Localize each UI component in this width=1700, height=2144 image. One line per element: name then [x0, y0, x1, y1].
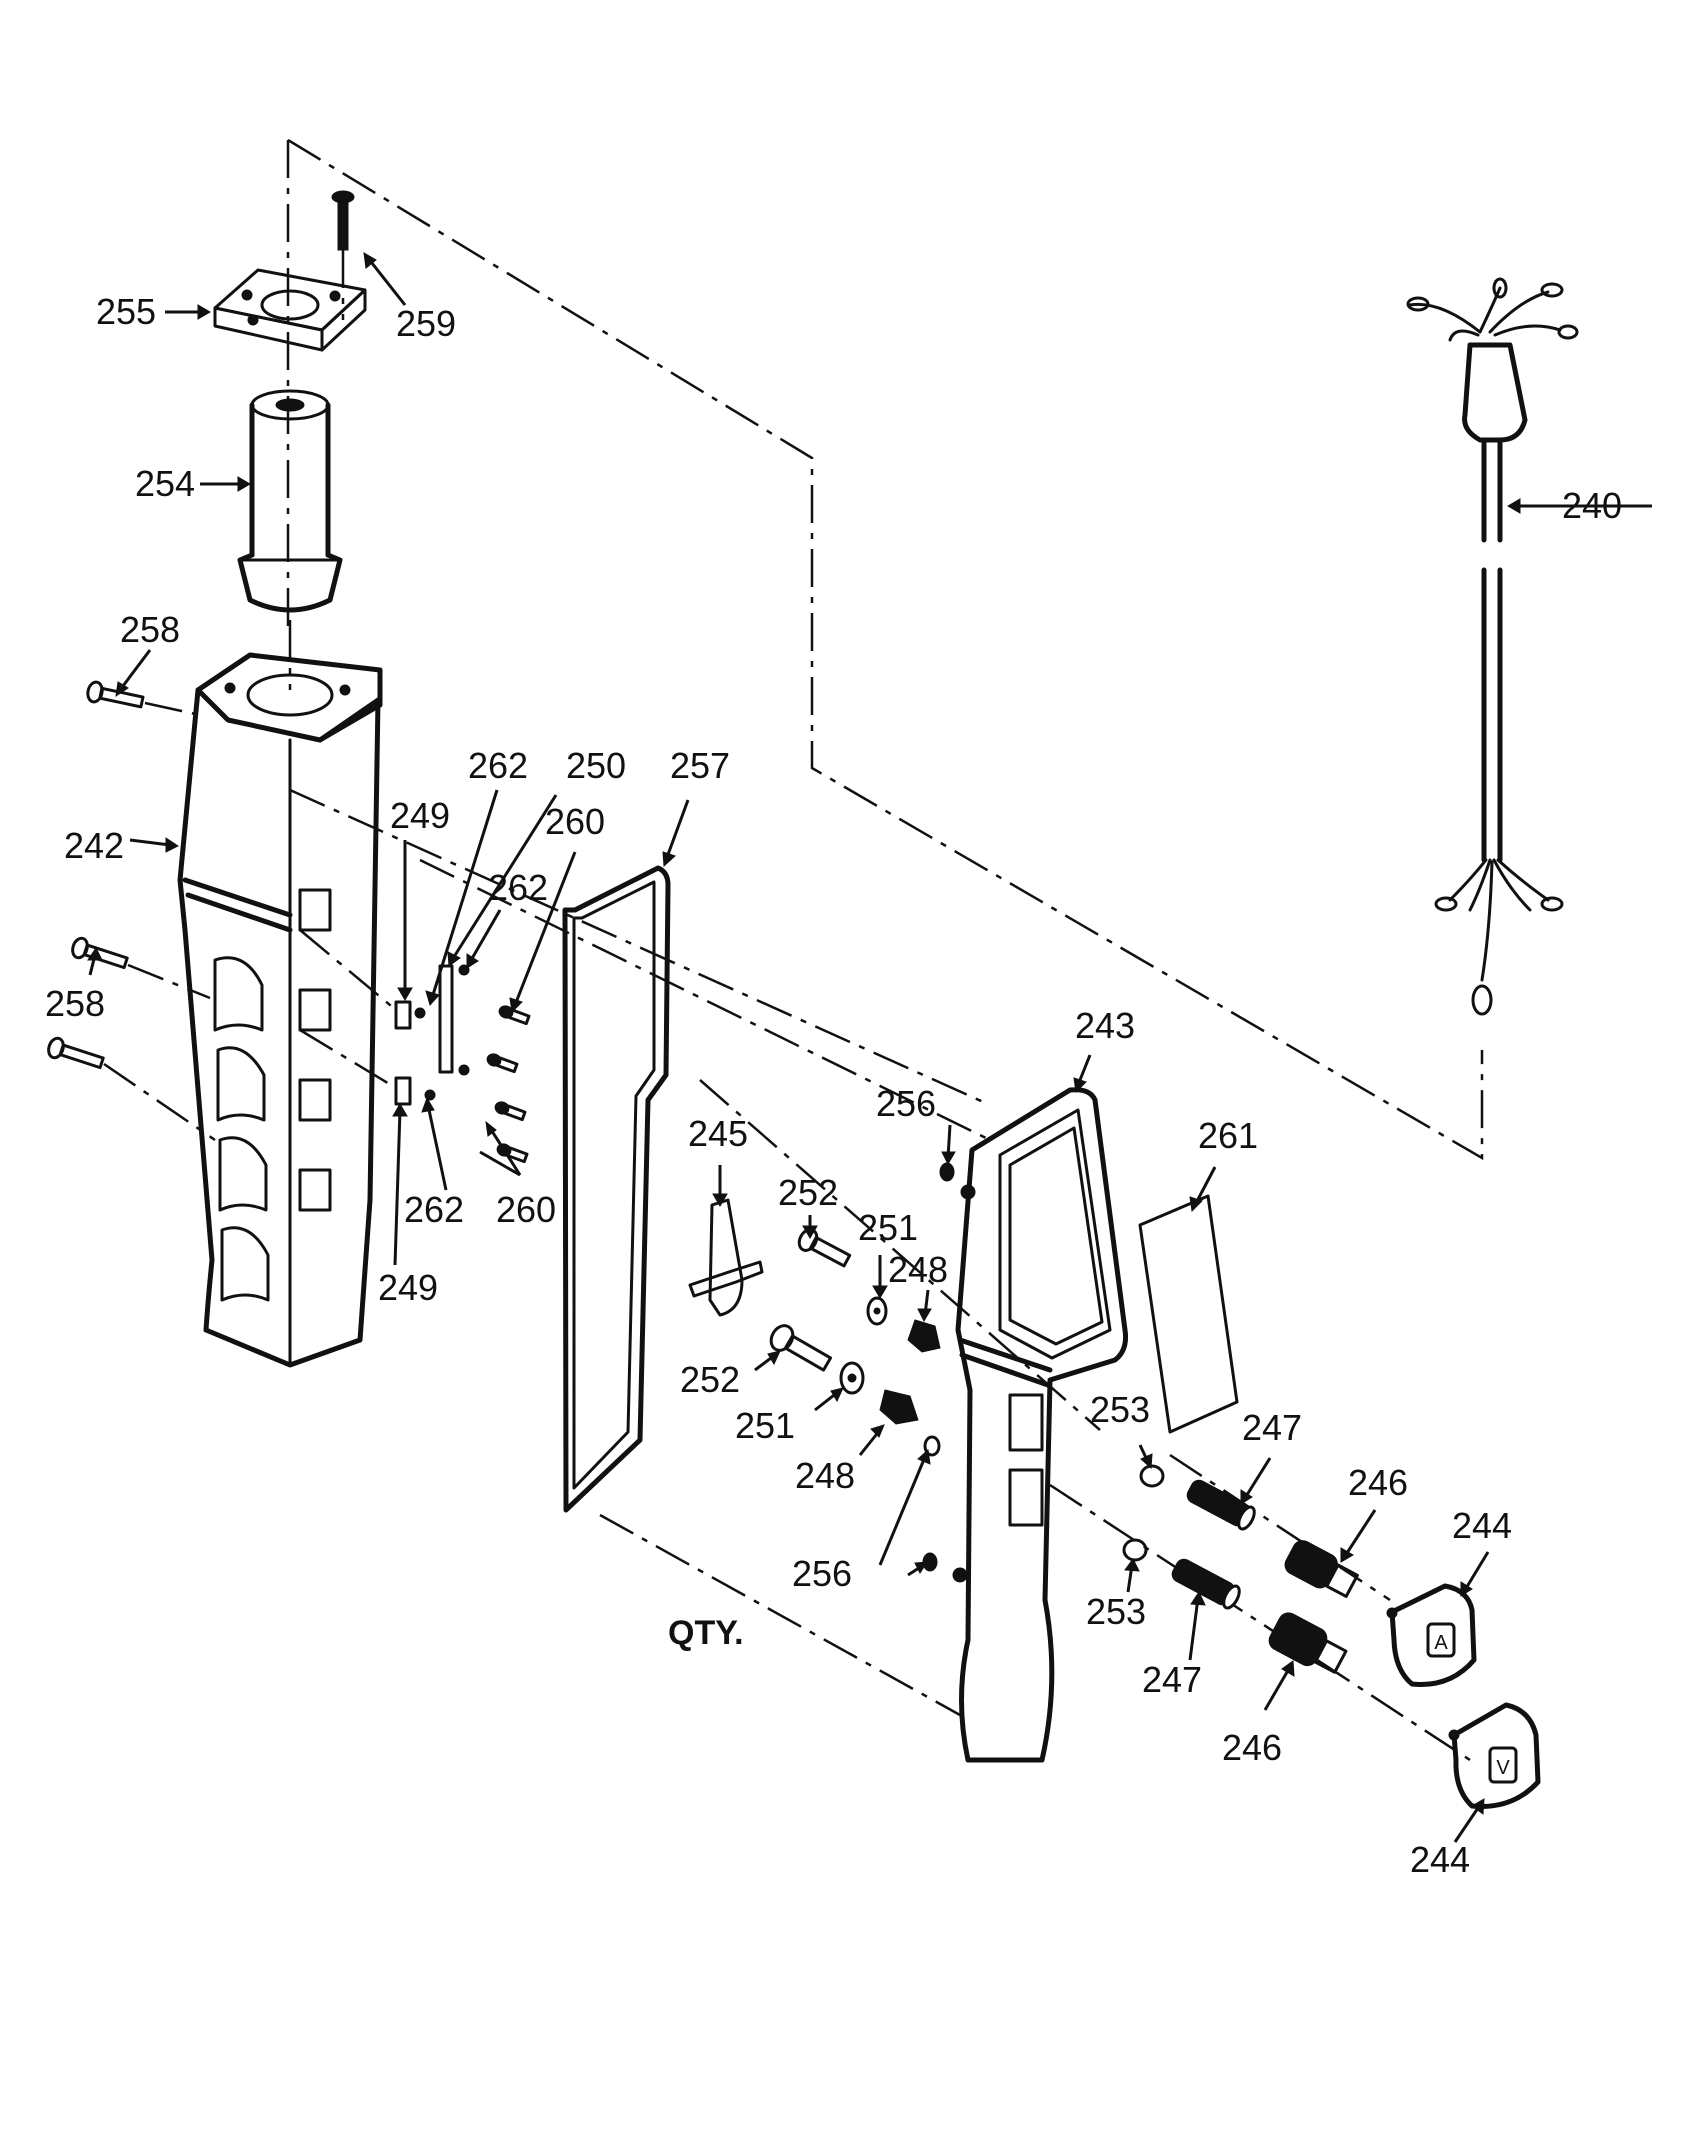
part-250-contact-plate — [438, 964, 454, 1074]
callout-240: 240 — [1562, 485, 1623, 526]
assembly-centerline — [286, 138, 1484, 1161]
button-down-mark: V — [1496, 1757, 1510, 1779]
part-245-bracket — [688, 1198, 764, 1317]
callout-253-upper: 253 — [1090, 1389, 1151, 1430]
part-240-wire-harness — [1406, 277, 1579, 1016]
part-243-front-housing — [952, 1087, 1128, 1763]
part-260-screws — [486, 1005, 531, 1164]
callout-246-upper: 246 — [1348, 1462, 1409, 1503]
callout-261: 261 — [1198, 1115, 1259, 1156]
callout-244-up: 244 — [1452, 1505, 1513, 1546]
callout-246-lower: 246 — [1222, 1727, 1283, 1768]
part-252-screws — [769, 1228, 852, 1372]
callout-247-upper: 247 — [1242, 1407, 1303, 1448]
callout-251-lower: 251 — [735, 1405, 796, 1446]
callout-247-lower: 247 — [1142, 1659, 1203, 1700]
callout-257: 257 — [670, 745, 731, 786]
callout-258-lower: 258 — [45, 983, 106, 1024]
part-242-rear-housing — [177, 652, 383, 1368]
callout-254: 254 — [135, 463, 196, 504]
callout-259: 259 — [396, 303, 457, 344]
alignment-dashes — [289, 788, 1471, 1762]
part-262-spring-clips — [414, 964, 470, 1101]
callout-256-upper: 256 — [876, 1083, 937, 1124]
part-258-screws — [47, 680, 216, 1142]
callout-252-lower: 252 — [680, 1359, 741, 1400]
part-257-gasket — [562, 865, 671, 1513]
callout-262-middle: 262 — [488, 867, 549, 908]
part-244-button-up — [1386, 1583, 1477, 1687]
callout-249-lower: 249 — [378, 1267, 439, 1308]
callout-253-lower: 253 — [1086, 1591, 1147, 1632]
part-249-contact-blocks — [299, 929, 412, 1106]
part-253-washers — [1122, 1464, 1165, 1562]
callout-248-lower: 248 — [795, 1455, 856, 1496]
callout-260-upper: 260 — [545, 801, 606, 842]
part-244-button-down — [1448, 1702, 1541, 1809]
callout-250: 250 — [566, 745, 627, 786]
qty-label: QTY. — [668, 1614, 744, 1652]
callout-260-lower: 260 — [496, 1189, 557, 1230]
callout-262-lower: 262 — [404, 1189, 465, 1230]
callout-243: 243 — [1075, 1005, 1136, 1046]
callout-242: 242 — [64, 825, 125, 866]
part-255-flange-plate — [213, 268, 367, 352]
callout-262-top: 262 — [468, 745, 529, 786]
callout-245: 245 — [688, 1113, 749, 1154]
callout-255: 255 — [96, 291, 157, 332]
callout-248-upper: 248 — [888, 1249, 949, 1290]
part-248-boots — [879, 1319, 941, 1425]
callout-258-upper: 258 — [120, 609, 181, 650]
leader-lines — [87, 252, 1652, 1843]
part-251-washers — [839, 1296, 888, 1395]
part-247-springs — [1171, 1479, 1256, 1610]
part-254-strain-relief — [237, 389, 343, 690]
callout-249-upper: 249 — [390, 795, 451, 836]
callout-252-upper: 252 — [778, 1172, 839, 1213]
callout-256-lower: 256 — [792, 1553, 853, 1594]
part-261-label-plate — [1138, 1194, 1239, 1434]
part-256-nuts — [922, 1162, 955, 1572]
part-246-plungers — [1268, 1540, 1359, 1674]
button-up-mark: A — [1434, 1632, 1448, 1654]
callout-251-upper: 251 — [858, 1207, 919, 1248]
callout-244-down: 244 — [1410, 1839, 1471, 1880]
